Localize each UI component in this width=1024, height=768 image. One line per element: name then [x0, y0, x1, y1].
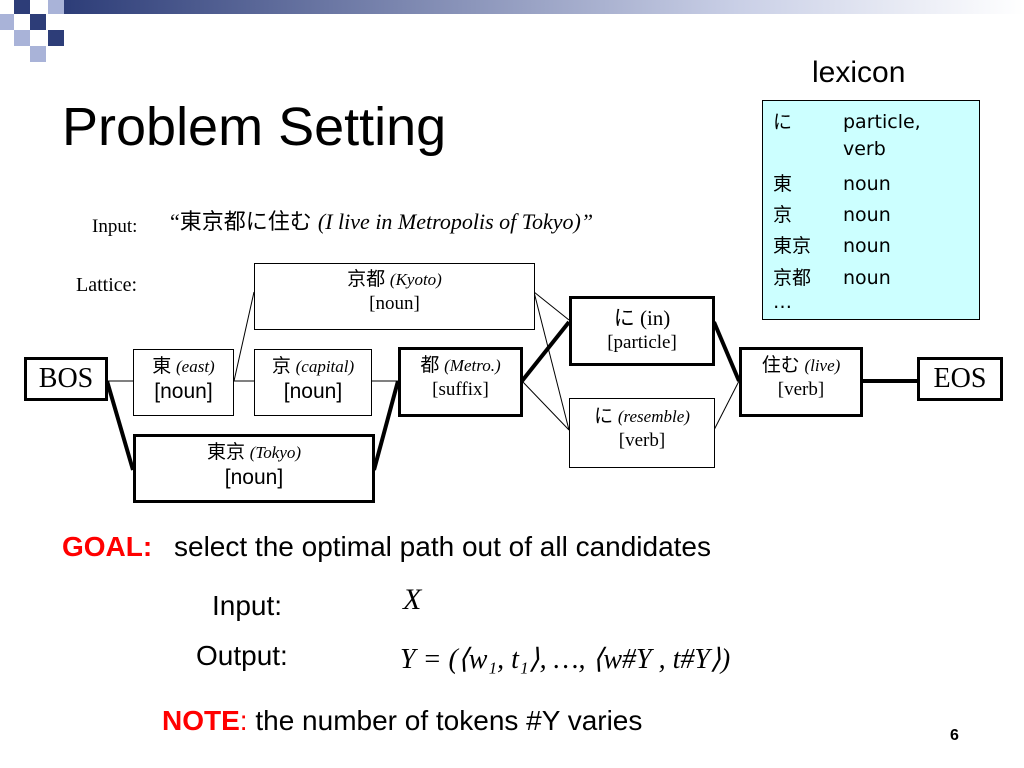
node-to: 都 (Metro.) [suffix]: [398, 347, 523, 417]
edge-tokyo-to: [372, 380, 400, 471]
input-japanese: 東京都に住む: [179, 210, 312, 235]
node-word: 京: [271, 355, 291, 377]
lexicon-key: 東: [773, 173, 793, 195]
lexicon-value: noun: [843, 173, 891, 195]
input-sentence: “東京都に住む (I live in Metropolis of Tokyo)”: [170, 204, 593, 236]
node-tokyo: 東京 (Tokyo) [noun]: [133, 434, 375, 503]
edge-bos-tokyo: [105, 380, 135, 471]
node-pos: [verb]: [777, 378, 825, 400]
goal-output-label: Output:: [196, 640, 288, 671]
page-number: 6: [950, 727, 959, 744]
node-gloss: (Tokyo): [249, 443, 302, 462]
thick-edges: [105, 320, 918, 471]
edge-ni2-sumu: [713, 380, 740, 431]
edge-higashi-kyoto-top: [233, 291, 255, 382]
node-sumu: 住む (live) [verb]: [739, 347, 863, 417]
node-pos: [particle]: [607, 332, 677, 354]
input-label: Input:: [92, 216, 138, 237]
lexicon-value: noun: [843, 235, 891, 257]
node-eos-label: EOS: [933, 363, 987, 394]
node-bos: BOS: [24, 357, 108, 401]
lexicon-key: 東京: [773, 235, 812, 257]
node-gloss: (live): [804, 356, 841, 375]
edge-to-ni1: [520, 320, 571, 383]
page-title: Problem Setting: [62, 97, 447, 157]
note-label: NOTE: [162, 705, 240, 736]
node-word: に: [594, 405, 614, 427]
input-gloss: (I live in Metropolis of Tokyo)”: [317, 209, 594, 234]
note-text: the number of tokens #Y varies: [255, 705, 643, 736]
lattice-label: Lattice:: [76, 274, 138, 296]
node-gloss: (resemble): [617, 407, 690, 426]
node-pos: [noun]: [154, 379, 213, 403]
edge-kyoto-ni1: [533, 291, 570, 321]
node-pos: [noun]: [283, 379, 343, 403]
node-word: 東京: [206, 441, 245, 463]
lexicon-box: に particle, verb 東 noun 京 noun 東京 noun 京都 nou…: [762, 100, 980, 320]
goal-text: select the optimal path out of all candi…: [174, 531, 712, 562]
lexicon-key: に: [773, 111, 793, 133]
node-gloss: (Metro.): [444, 356, 501, 375]
node-word: 京都: [347, 268, 386, 290]
node-kyoto: 京都 (Kyoto) [noun]: [254, 263, 535, 330]
node-ni-particle: に (in) [particle]: [569, 296, 715, 366]
node-word: に: [613, 306, 635, 330]
edge-kyoto-ni2: [533, 291, 570, 431]
goal-input-value: X: [403, 583, 422, 616]
open-quote: “: [170, 209, 180, 234]
node-word: 都: [420, 354, 440, 376]
lexicon-value: particle,: [843, 111, 921, 133]
node-ni-verb: に (resemble) [verb]: [569, 398, 715, 468]
edge-ni1-sumu: [712, 321, 741, 382]
node-higashi: 東 (east) [noun]: [133, 349, 234, 416]
goal-line: GOAL: select the optimal path out of all…: [62, 531, 711, 563]
lexicon-value: verb: [843, 138, 886, 160]
node-kyo: 京 (capital) [noun]: [254, 349, 372, 416]
node-gloss: (capital): [295, 357, 355, 376]
node-pos: [noun]: [369, 292, 420, 314]
goal-label: GOAL:: [62, 531, 153, 562]
lexicon-value: noun: [843, 267, 891, 289]
thin-edges: [107, 291, 740, 431]
lexicon-key: 京都: [773, 267, 812, 289]
node-gloss: (Kyoto): [389, 270, 442, 289]
goal-output-formula: Y = (⟨w₁, t₁⟩, …, ⟨w#Y , t#Y⟩): [400, 644, 731, 675]
node-gloss: (east): [176, 357, 215, 376]
lexicon-label: lexicon: [812, 56, 906, 89]
node-pos: [verb]: [618, 429, 666, 451]
node-gloss: (in): [639, 306, 671, 330]
lexicon-key: …: [773, 291, 792, 313]
node-word: 東: [152, 355, 172, 377]
edge-to-ni2: [521, 380, 570, 431]
note-colon: :: [239, 705, 248, 736]
node-word: 住む: [761, 354, 800, 376]
goal-input-label: Input:: [212, 590, 283, 621]
node-pos: [suffix]: [432, 378, 489, 400]
note-line: NOTE: the number of tokens #Y varies: [162, 705, 642, 737]
lexicon-value: noun: [843, 204, 891, 226]
lexicon-key: 京: [773, 204, 793, 226]
node-eos: EOS: [917, 357, 1003, 401]
node-pos: [noun]: [224, 465, 284, 489]
node-bos-label: BOS: [38, 363, 94, 394]
